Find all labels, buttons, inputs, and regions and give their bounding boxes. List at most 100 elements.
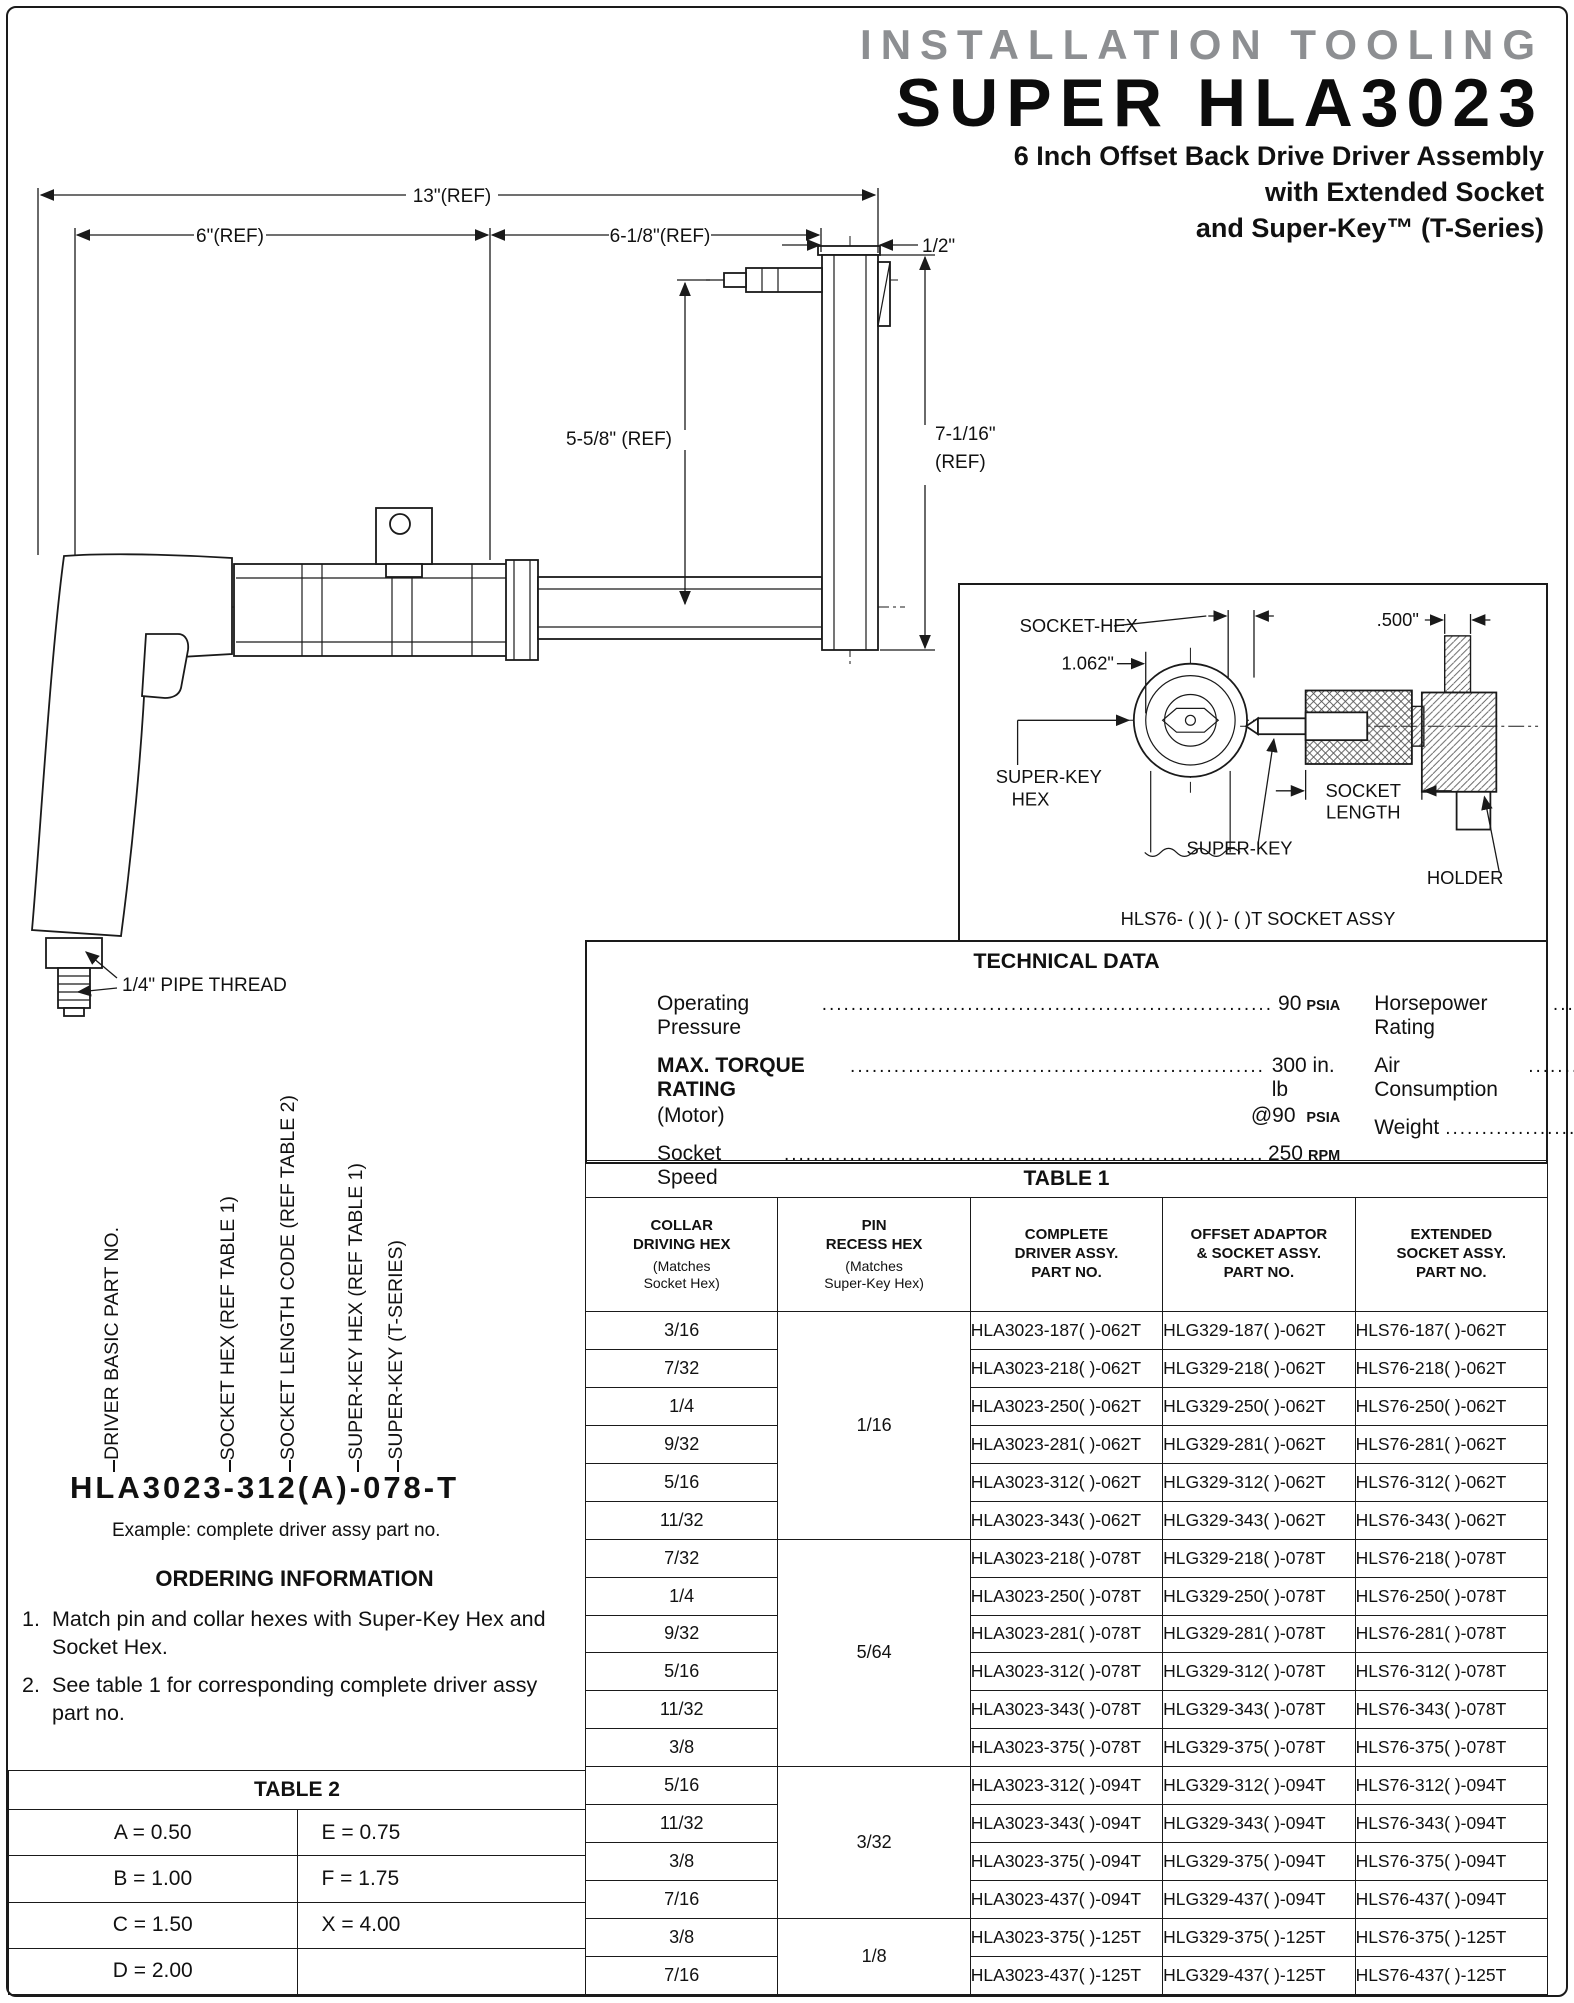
offset-adaptor-assy-cell: HLG329-343( )-078T	[1162, 1690, 1356, 1730]
extended-socket-assy-cell: HLS76-312( )-094T	[1354, 1766, 1549, 1806]
holder-label: HOLDER	[1427, 867, 1504, 888]
complete-driver-assy-cell: HLA3023-250( )-078T	[969, 1576, 1164, 1616]
part-number-example-caption: Example: complete driver assy part no.	[112, 1520, 441, 1541]
extended-socket-assy-cell: HLS76-375( )-094T	[1354, 1842, 1549, 1882]
offset-adaptor-assy-cell: HLG329-218( )-062T	[1162, 1348, 1356, 1388]
ordering-title: ORDERING INFORMATION	[155, 1566, 434, 1591]
air-inlet-fitting	[45, 937, 103, 1017]
collar-driving-hex-cell: 7/16	[584, 1880, 779, 1919]
pn-key-socket-length-code: SOCKET LENGTH CODE (REF TABLE 2)	[277, 1094, 299, 1460]
complete-driver-assy-cell: HLA3023-218( )-062T	[969, 1348, 1164, 1388]
drill-motor-body	[31, 507, 539, 937]
complete-driver-assy-cell: HLA3023-218( )-078T	[969, 1538, 1164, 1578]
subtitle-line-1: 6 Inch Offset Back Drive Driver Assembly	[1013, 141, 1544, 172]
offset-adaptor-assy-cell: HLG329-187( )-062T	[1162, 1311, 1356, 1350]
holder-block	[1420, 691, 1498, 793]
complete-driver-assy-cell: HLA3023-437( )-094T	[969, 1880, 1164, 1919]
dim-7-1-16-label-2: (REF)	[935, 452, 986, 473]
horsepower-row: Horsepower Rating 0.70	[1374, 992, 1574, 1040]
ordering-item-text: Match pin and collar hexes with Super-Ke…	[52, 1607, 546, 1659]
super-key-hex-callout: SUPER-KEY HEX	[996, 714, 1131, 810]
collar-driving-hex-cell: 7/32	[584, 1348, 779, 1388]
length-code-cell: A = 0.50	[8, 1808, 298, 1857]
offset-adaptor-assy-cell: HLG329-218( )-078T	[1162, 1538, 1356, 1578]
pn-key-leader	[289, 1460, 291, 1472]
offset-adaptor-assy-cell: HLG329-312( )-094T	[1162, 1766, 1356, 1806]
collar-driving-hex-cell: 3/8	[584, 1842, 779, 1882]
extended-socket-assy-cell: HLS76-250( )-062T	[1354, 1386, 1549, 1426]
dim-socket-length: SOCKET LENGTH	[1275, 769, 1452, 823]
complete-driver-assy-cell: HLA3023-312( )-062T	[969, 1462, 1164, 1502]
collar-driving-hex-cell: 7/16	[584, 1955, 779, 1996]
extended-socket-assy-cell: HLS76-281( )-062T	[1354, 1424, 1549, 1464]
complete-driver-assy-cell: HLA3023-437( )-125T	[969, 1955, 1164, 1996]
operating-pressure-unit: PSIA	[1306, 998, 1341, 1014]
operating-pressure-label: Operating Pressure	[657, 992, 750, 1039]
offset-adaptor-assy-cell: HLG329-250( )-062T	[1162, 1386, 1356, 1426]
offset-adaptor-assy-cell: HLG329-343( )-062T	[1162, 1500, 1356, 1540]
super-key-hex-shape	[1161, 707, 1220, 733]
dim-1-2: 1/2"	[782, 236, 955, 257]
dim-6-and-6-1-8: 6"(REF) 6-1/8"(REF)	[74, 226, 822, 560]
collar-driving-hex-cell: 7/32	[584, 1538, 779, 1578]
pn-key-driver-basic: DRIVER BASIC PART NO.	[101, 1227, 123, 1460]
socket-speed-value: 250	[1267, 1142, 1303, 1165]
socket-assy-caption: HLS76- ( )( )- ( )T SOCKET ASSY	[1121, 908, 1396, 929]
torque-at-unit: PSIA	[1306, 1110, 1341, 1126]
collar	[505, 559, 539, 661]
torque-label: MAX. TORQUE RATING	[657, 1054, 805, 1101]
pn-key-super-key-hex: SUPER-KEY HEX (REF TABLE 1)	[345, 1163, 367, 1460]
extended-socket-assy-cell: HLS76-250( )-078T	[1354, 1576, 1549, 1616]
pin-recess-hex-cell: 5/64	[777, 1538, 971, 1768]
super-key-hex-label-1: SUPER-KEY	[996, 766, 1102, 787]
air-consumption-row: Air Consumption 22 SCFM	[1374, 1054, 1574, 1102]
pin-recess-hex-cell: 1/8	[777, 1918, 971, 1995]
socket-length-label-2: LENGTH	[1326, 802, 1400, 823]
collar-driving-hex-cell: 11/32	[584, 1500, 779, 1540]
offset-adaptor-assy-cell: HLG329-437( )-094T	[1162, 1880, 1356, 1919]
dim-1-062-label: 1.062"	[1061, 653, 1113, 674]
offset-adaptor-assy-cell: HLG329-281( )-062T	[1162, 1424, 1356, 1464]
clamp-screw	[389, 513, 411, 535]
dim-7-1-16-label-1: 7-1/16"	[935, 424, 996, 445]
dot-leader	[850, 1054, 1266, 1078]
dim-5-5-8: 5-5/8" (REF)	[566, 279, 710, 606]
trigger	[141, 633, 190, 699]
ordering-item: 2. See table 1 for corresponding complet…	[22, 1672, 567, 1728]
dim-13: 13"(REF)	[37, 186, 879, 555]
collar-driving-hex-cell: 3/8	[584, 1918, 779, 1957]
dot-leader	[1528, 1054, 1574, 1078]
collar-driving-hex-cell: 3/16	[584, 1311, 779, 1350]
extended-socket-assy-cell: HLS76-218( )-062T	[1354, 1348, 1549, 1388]
offset-adaptor-assy-cell: HLG329-312( )-078T	[1162, 1652, 1356, 1692]
pn-key-super-key-series: SUPER-KEY (T-SERIES)	[385, 1240, 407, 1460]
extended-socket-assy-cell: HLS76-343( )-078T	[1354, 1690, 1549, 1730]
dim-socket-hex: SOCKET-HEX	[1020, 610, 1274, 678]
collar-driving-hex-cell: 1/4	[584, 1386, 779, 1426]
document-header: INSTALLATION TOOLING SUPER HLA3023 6 Inc…	[860, 24, 1544, 246]
ordering-item-number: 2.	[22, 1672, 40, 1697]
socket-length-label-1: SOCKET	[1325, 780, 1401, 801]
offset-adaptor-assy-cell: HLG329-375( )-094T	[1162, 1842, 1356, 1882]
offset-adaptor-assy-cell: HLG329-343( )-094T	[1162, 1804, 1356, 1844]
technical-data-left-column: Operating Pressure 90 PSIA MAX. TORQUE R…	[657, 978, 1340, 1190]
holder-stem	[1443, 635, 1472, 694]
pn-key-leader	[397, 1460, 399, 1472]
collar-driving-hex-cell: 5/16	[584, 1462, 779, 1502]
length-code-cell: F = 1.75	[296, 1855, 586, 1903]
dim-13-label: 13"(REF)	[413, 186, 492, 207]
socket-assembly-panel: .500" SOCKET-HEX 1.062" SUPER	[958, 583, 1548, 944]
length-code-cell: D = 2.00	[8, 1947, 298, 1996]
complete-driver-assy-cell: HLA3023-343( )-078T	[969, 1690, 1164, 1730]
collar-driving-hex-cell: 9/32	[584, 1424, 779, 1464]
